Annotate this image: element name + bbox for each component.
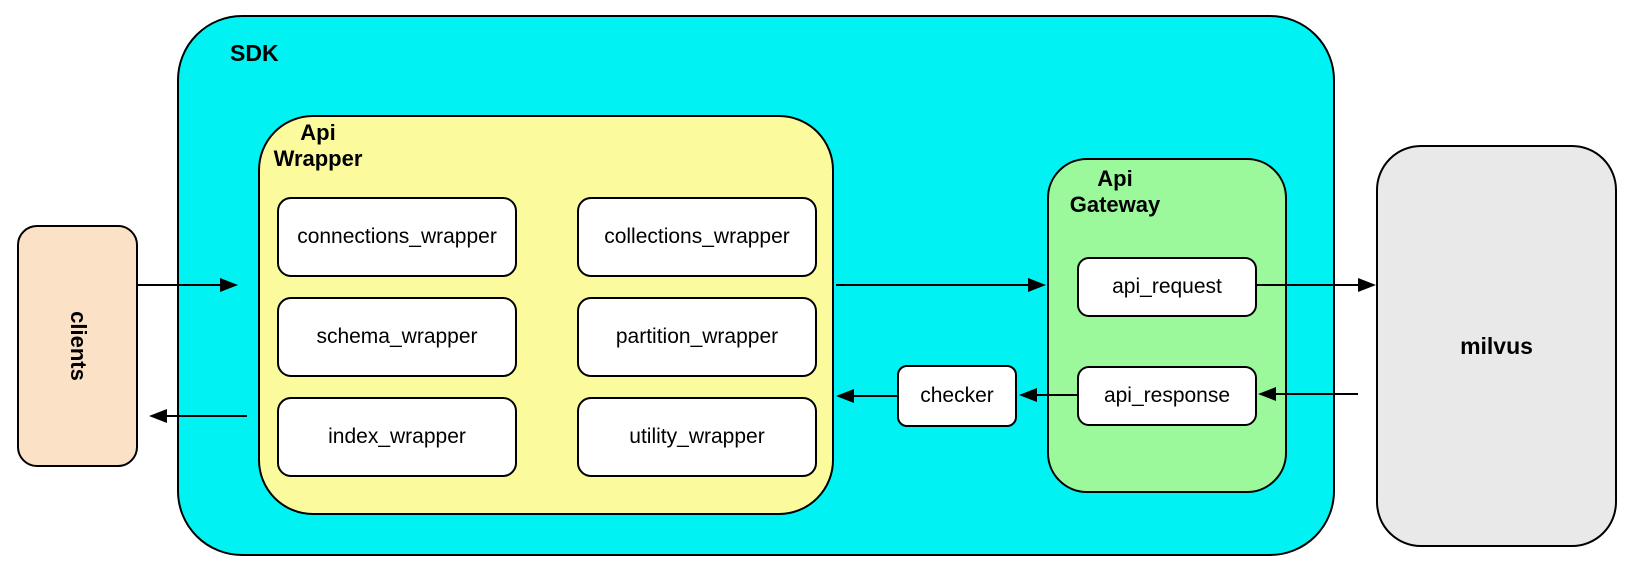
arrowhead-left-icon bbox=[149, 409, 167, 423]
api-response-node: api_response bbox=[1077, 366, 1257, 426]
arrowhead-left-icon bbox=[1258, 387, 1276, 401]
api-wrapper-title: Api Wrapper bbox=[273, 120, 363, 171]
arrow-shaft bbox=[854, 395, 897, 397]
schema-wrapper-node: schema_wrapper bbox=[277, 297, 517, 377]
arrowhead-right-icon bbox=[1358, 278, 1376, 292]
milvus-label: milvus bbox=[1460, 332, 1533, 359]
arrow-shaft bbox=[1257, 284, 1358, 286]
arrow-shaft bbox=[167, 415, 247, 417]
arrow-shaft bbox=[836, 284, 1028, 286]
checker-node: checker bbox=[897, 365, 1017, 427]
connections-wrapper-node: connections_wrapper bbox=[277, 197, 517, 277]
collections-wrapper-node: collections_wrapper bbox=[577, 197, 817, 277]
partition-wrapper-node: partition_wrapper bbox=[577, 297, 817, 377]
api-gateway-container bbox=[1047, 158, 1287, 493]
arrowhead-left-icon bbox=[1019, 388, 1037, 402]
utility-wrapper-node: utility_wrapper bbox=[577, 397, 817, 477]
arrowhead-right-icon bbox=[1028, 278, 1046, 292]
milvus-node: milvus bbox=[1376, 145, 1617, 547]
arrow-shaft bbox=[1037, 394, 1077, 396]
arrowhead-right-icon bbox=[220, 278, 238, 292]
sdk-title: SDK bbox=[230, 40, 279, 66]
arrow-shaft bbox=[1276, 393, 1358, 395]
arrow-shaft bbox=[138, 284, 220, 286]
api-request-node: api_request bbox=[1077, 257, 1257, 317]
index-wrapper-node: index_wrapper bbox=[277, 397, 517, 477]
arrowhead-left-icon bbox=[836, 389, 854, 403]
api-gateway-title: Api Gateway bbox=[1069, 166, 1161, 217]
clients-node: clients bbox=[17, 225, 138, 467]
clients-label: clients bbox=[65, 311, 91, 381]
